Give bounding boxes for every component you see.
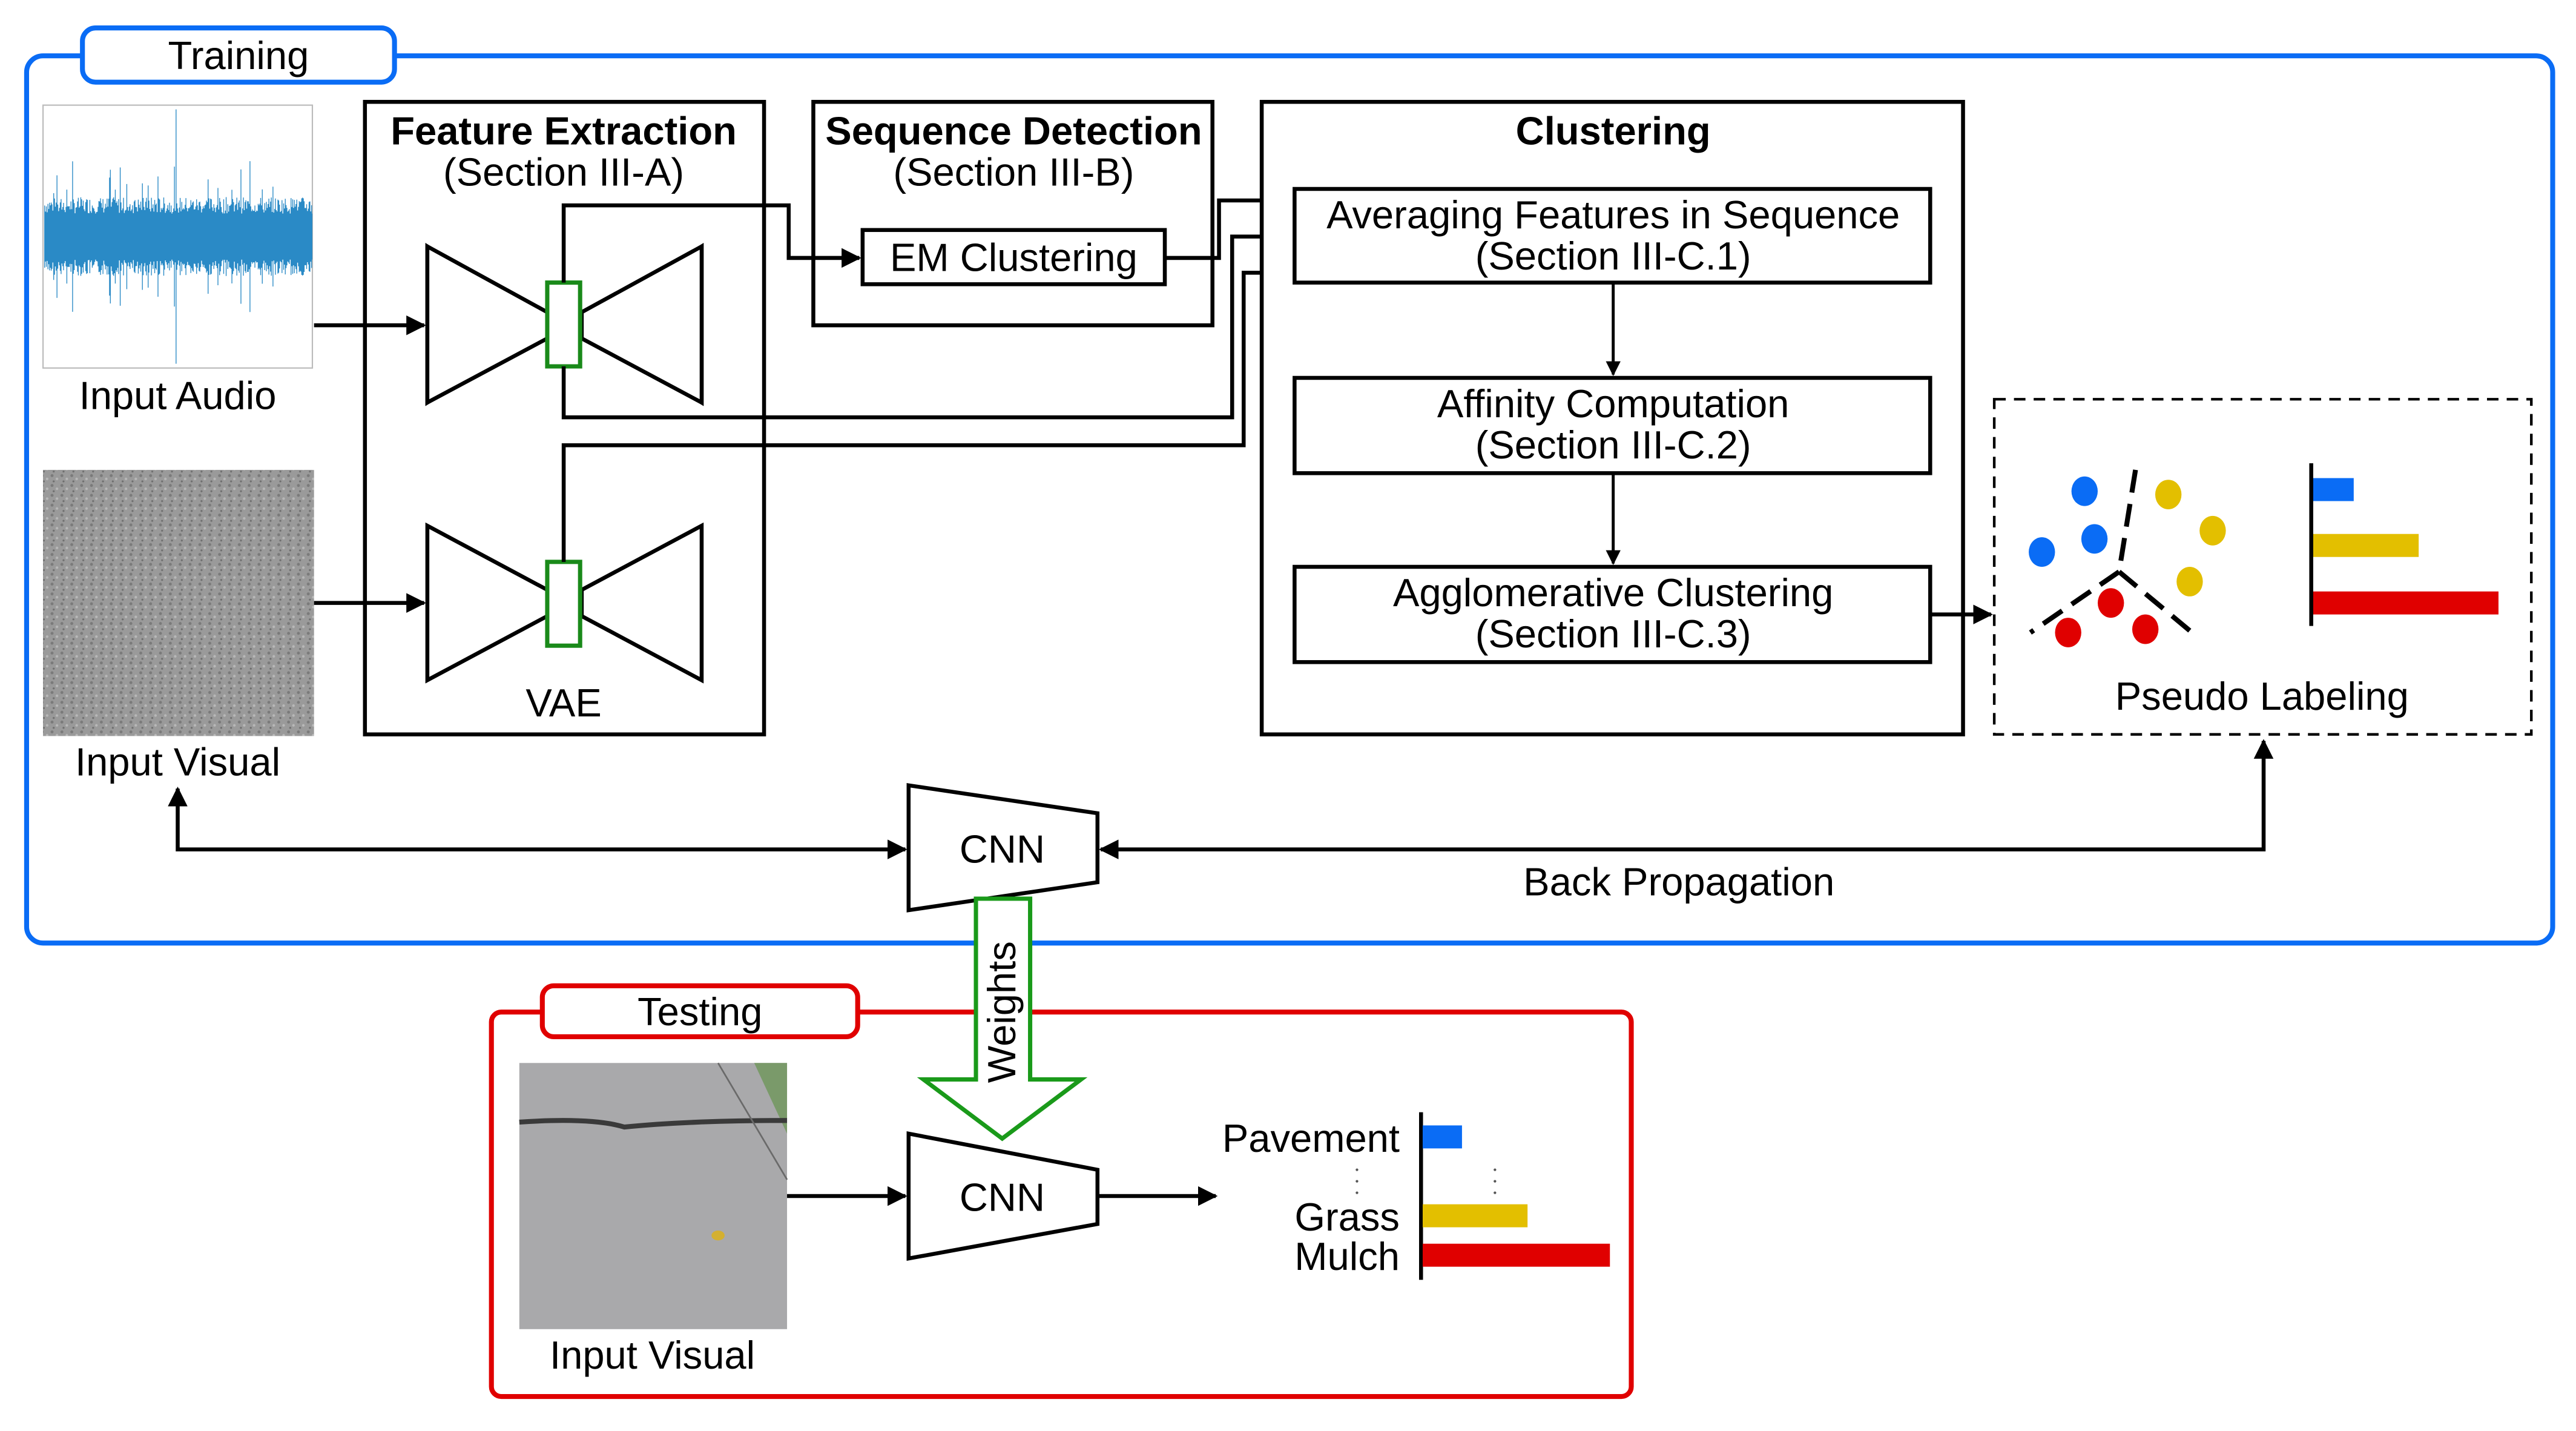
backprop-label: Back Propagation — [1523, 860, 1834, 904]
vae-label: VAE — [525, 681, 601, 725]
test-input-visual-label: Input Visual — [550, 1333, 755, 1377]
averaging-label: Averaging Features in Sequence — [1326, 193, 1900, 237]
testing-frame — [489, 1010, 1634, 1400]
cluster-point-yellow — [2176, 566, 2203, 597]
pseudo-label-bar — [2313, 591, 2499, 615]
agglomerative-section: (Section III-C.3) — [1475, 612, 1751, 656]
waveform-core — [44, 213, 312, 260]
cluster-point-blue — [2081, 524, 2108, 554]
arrow-visual-latent-to-averaging — [561, 263, 1294, 562]
cluster-point-red — [2097, 588, 2124, 618]
affinity-section: (Section III-C.2) — [1475, 423, 1751, 467]
pseudo-label-bar — [2313, 534, 2419, 557]
affinity-label: Affinity Computation — [1437, 382, 1789, 426]
arrow-visual-to-cnn — [168, 786, 908, 859]
input-audio-label: Input Audio — [79, 374, 277, 418]
input-visual-label: Input Visual — [75, 740, 280, 784]
feature-extraction-subtitle: (Section III-A) — [443, 150, 684, 194]
cluster-point-red — [2055, 618, 2081, 647]
pseudo-labeling-box — [1992, 398, 2533, 736]
test-output-bars — [1422, 1125, 1610, 1267]
feature-extraction-title: Feature Extraction — [390, 109, 737, 153]
agglomerative-box — [1293, 564, 1932, 664]
testing-cnn — [906, 1131, 1100, 1261]
agglomerative-label: Agglomerative Clustering — [1393, 570, 1833, 615]
class-score-bar — [1422, 1204, 1528, 1228]
input-audio-waveform — [42, 104, 314, 369]
sequence-detection-title: Sequence Detection — [825, 109, 1202, 153]
pseudo-label-bar — [2313, 478, 2354, 501]
class-label-mulch: Mulch — [1294, 1234, 1400, 1278]
cluster-scatter — [2029, 469, 2226, 647]
class-score-bar — [1422, 1243, 1610, 1267]
pseudo-label-bars — [2313, 478, 2499, 615]
ellipsis-dots — [1356, 1168, 1497, 1194]
arrow-backprop — [1098, 739, 2274, 859]
testing-tab — [539, 983, 860, 1039]
training-tab — [80, 25, 397, 85]
clustering-title: Clustering — [1516, 109, 1711, 153]
class-label-pavement: Pavement — [1222, 1116, 1400, 1160]
training-frame — [24, 53, 2555, 946]
cluster-point-yellow — [2155, 480, 2182, 510]
training-tab-label: Training — [168, 33, 309, 78]
vae-visual — [425, 522, 704, 684]
class-label-grass: Grass — [1294, 1195, 1400, 1239]
arrow-latent-to-em — [561, 203, 861, 283]
weights-label: Weights — [980, 941, 1024, 1083]
sequence-detection-box — [811, 99, 1214, 328]
em-clustering-label: EM Clustering — [890, 236, 1138, 280]
cluster-point-blue — [2029, 537, 2055, 567]
sequence-detection-subtitle: (Section III-B) — [893, 150, 1134, 194]
cluster-point-blue — [2071, 476, 2098, 506]
class-score-bar — [1422, 1125, 1462, 1149]
training-cnn — [906, 783, 1100, 913]
pseudo-labeling-label: Pseudo Labeling — [2115, 674, 2409, 718]
cluster-point-red — [2132, 614, 2159, 644]
averaging-section: (Section III-C.1) — [1475, 234, 1751, 278]
testing-tab-label: Testing — [637, 990, 762, 1034]
arrow-em-to-averaging — [1165, 190, 1294, 260]
vae-audio — [425, 242, 704, 406]
testing-cnn-label: CNN — [960, 1175, 1045, 1219]
weights-arrow — [917, 896, 1088, 1142]
training-cnn-label: CNN — [960, 827, 1045, 871]
test-input-visual-image — [519, 1062, 788, 1329]
cluster-point-yellow — [2199, 515, 2226, 546]
arrow-audio-latent-to-averaging — [561, 226, 1294, 420]
input-visual-image — [43, 469, 314, 736]
em-clustering-box — [860, 228, 1167, 286]
